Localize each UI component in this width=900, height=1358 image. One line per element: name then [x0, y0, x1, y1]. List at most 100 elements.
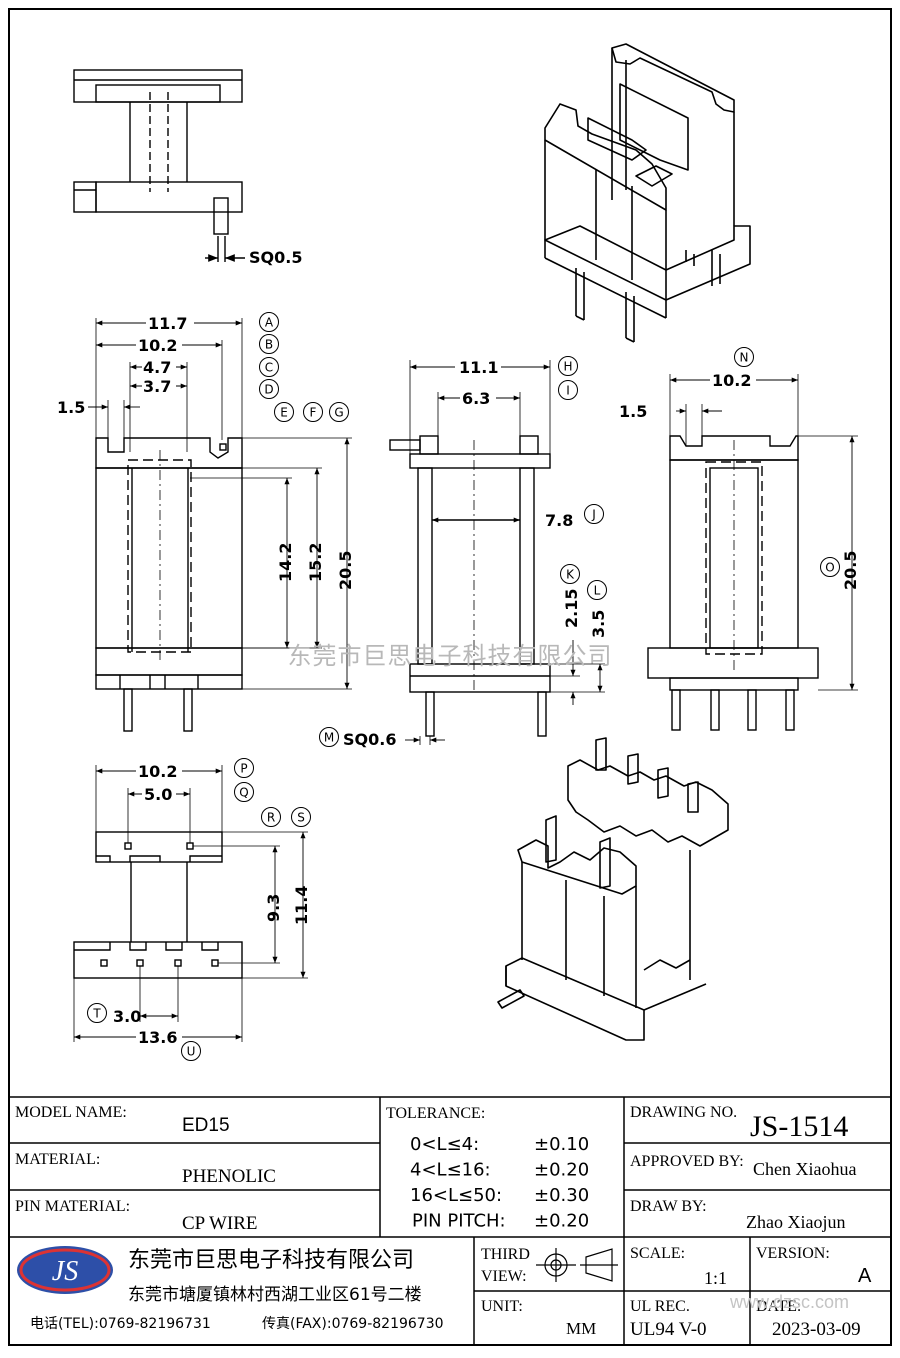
- marker-m: M: [319, 727, 339, 747]
- pin-material-value: CP WIRE: [182, 1213, 257, 1234]
- draw-value: Zhao Xiaojun: [746, 1212, 845, 1232]
- dim-bot-h1: 9.3: [264, 894, 283, 922]
- marker-d: D: [259, 379, 279, 399]
- marker-label: U: [187, 1045, 196, 1059]
- marker-l: L: [587, 580, 607, 600]
- version-label: VERSION:: [756, 1245, 830, 1262]
- marker-label: D: [264, 383, 273, 397]
- marker-o: O: [820, 557, 840, 577]
- drawing-no-label: DRAWING NO.: [630, 1104, 737, 1121]
- marker-label: J: [591, 508, 596, 522]
- marker-label: B: [265, 338, 273, 352]
- dim-front-w2: 10.2: [138, 336, 177, 355]
- marker-g: G: [329, 402, 349, 422]
- dim-front-h1: 14.2: [276, 543, 295, 582]
- unit-label: UNIT:: [481, 1298, 523, 1315]
- isometric-view-top: [544, 43, 751, 343]
- marker-f: F: [303, 402, 323, 422]
- dim-top-pin: SQ0.5: [249, 248, 302, 267]
- dim-bot-w2: 5.0: [144, 785, 172, 804]
- dim-front-w4: 3.7: [143, 377, 171, 396]
- tolerance-value: ±0.10: [534, 1134, 589, 1155]
- isometric-view-bottom: [497, 737, 729, 1041]
- marker-label: E: [280, 406, 288, 420]
- right-view: [647, 374, 858, 731]
- marker-label: K: [566, 568, 575, 582]
- dim-side-h1: 2.15: [562, 589, 581, 628]
- unit-value: MM: [566, 1319, 596, 1338]
- company-name: 东莞市巨思电子科技有限公司: [128, 1248, 414, 1273]
- front-view: [88, 318, 352, 732]
- dim-bot-w4: 13.6: [138, 1028, 177, 1047]
- version-value: A: [858, 1265, 872, 1287]
- marker-label: H: [563, 360, 572, 374]
- ul-value: UL94 V-0: [630, 1319, 707, 1340]
- marker-b: B: [259, 334, 279, 354]
- marker-label: C: [265, 361, 273, 375]
- marker-q: Q: [234, 782, 254, 802]
- company-logo: JS: [17, 1246, 113, 1294]
- marker-n: N: [734, 347, 754, 367]
- material-label: MATERIAL:: [15, 1151, 100, 1168]
- side-view: [389, 360, 605, 745]
- dim-right-w1: 10.2: [712, 371, 751, 390]
- third-label: THIRD: [481, 1246, 530, 1263]
- company-address: 东莞市塘厦镇林村西湖工业区61号二楼: [128, 1285, 422, 1305]
- projection-symbol: [536, 1248, 618, 1282]
- ul-label: UL REC.: [630, 1298, 690, 1315]
- tolerance-range: 0<L≤4:: [410, 1134, 479, 1155]
- marker-t: T: [87, 1003, 107, 1023]
- marker-a: A: [259, 312, 279, 332]
- marker-k: K: [560, 564, 580, 584]
- dim-right-w2: 1.5: [619, 402, 647, 421]
- marker-label: O: [825, 561, 834, 575]
- pin-material-label: PIN MATERIAL:: [15, 1198, 130, 1215]
- top-view: [73, 69, 245, 262]
- marker-u: U: [181, 1041, 201, 1061]
- dim-front-w5: 1.5: [57, 398, 85, 417]
- approved-value: Chen Xiaohua: [753, 1159, 856, 1179]
- tolerance-range: PIN PITCH:: [412, 1211, 506, 1232]
- watermark: 东莞市巨思电子科技有限公司: [288, 642, 613, 670]
- marker-label: S: [297, 811, 305, 825]
- model-value: ED15: [182, 1115, 230, 1136]
- drawing-no-value: JS-1514: [750, 1110, 848, 1143]
- tolerance-label: TOLERANCE:: [386, 1105, 485, 1122]
- right-view-dims: 10.2 1.5 20.5: [619, 371, 860, 590]
- marker-label: F: [310, 406, 317, 420]
- scale-label: SCALE:: [630, 1245, 685, 1262]
- approved-label: APPROVED BY:: [630, 1153, 744, 1170]
- marker-label: Q: [239, 786, 248, 800]
- view-label: VIEW:: [481, 1268, 527, 1285]
- marker-j: J: [584, 504, 604, 524]
- marker-label: L: [594, 584, 601, 598]
- bottom-view-dims: 10.2 5.0 9.3 11.4 3.0 13.6: [113, 762, 311, 1047]
- dim-side-d: 7.8: [545, 511, 573, 530]
- dim-side-w2: 6.3: [462, 389, 490, 408]
- dim-bot-h2: 11.4: [292, 886, 311, 925]
- marker-label: A: [265, 316, 274, 330]
- marker-c: C: [259, 357, 279, 377]
- dim-front-h3: 20.5: [336, 551, 355, 590]
- marker-label: I: [566, 384, 570, 398]
- dim-front-h2: 15.2: [306, 543, 325, 582]
- marker-label: N: [740, 351, 749, 365]
- logo-text: JS: [52, 1256, 78, 1287]
- marker-r: R: [261, 807, 281, 827]
- dim-side-pin: SQ0.6: [343, 730, 396, 749]
- marker-label: G: [334, 406, 343, 420]
- tolerance-value: ±0.30: [534, 1185, 589, 1206]
- tolerance-value: ±0.20: [534, 1160, 589, 1181]
- scale-value: 1:1: [704, 1268, 727, 1288]
- draw-label: DRAW BY:: [630, 1198, 707, 1215]
- dim-front-w3: 4.7: [143, 358, 171, 377]
- dim-side-h2: 3.5: [589, 610, 608, 638]
- date-value: 2023-03-09: [772, 1319, 861, 1340]
- dim-side-w1: 11.1: [459, 358, 498, 377]
- front-view-dims: 11.7 10.2 4.7 3.7 1.5 14.2 15.2 20.5: [57, 314, 355, 590]
- marker-e: E: [274, 402, 294, 422]
- marker-s: S: [291, 807, 311, 827]
